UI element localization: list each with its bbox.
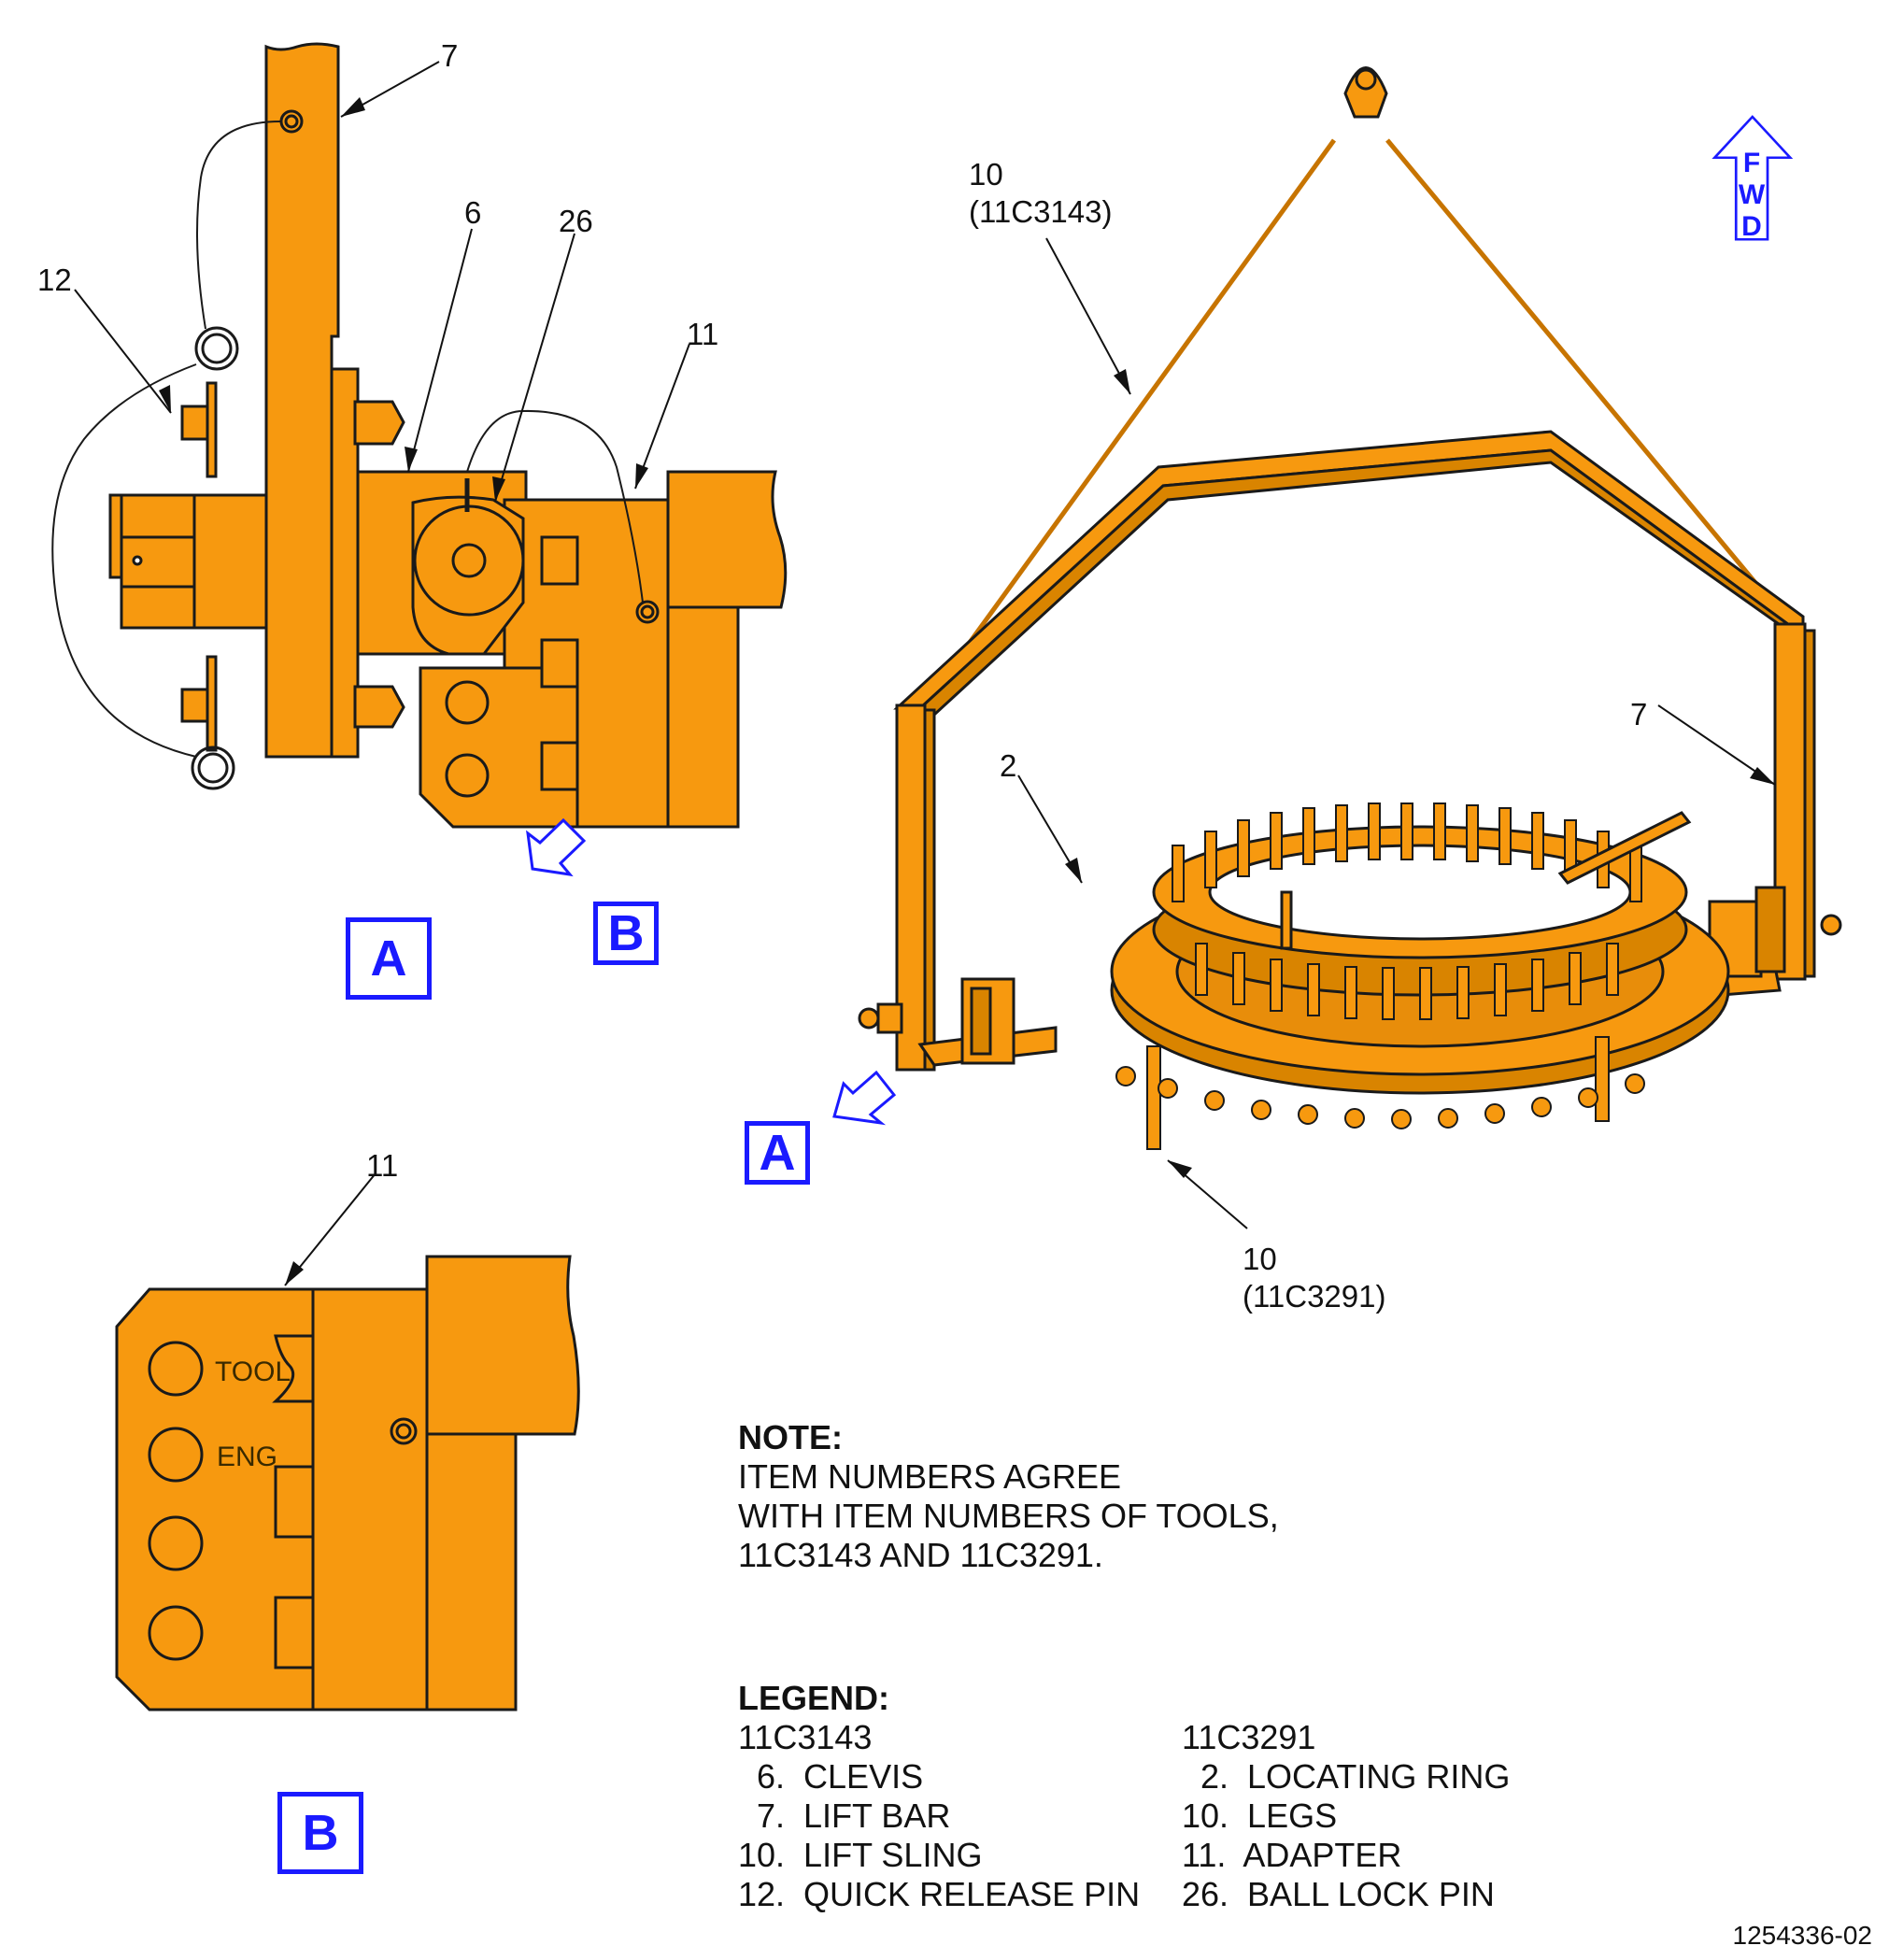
callout-7-detail: 7 [441, 38, 459, 73]
callout-10-lift-sling: 10 (11C3143) [969, 157, 1113, 229]
ring-top [194, 326, 239, 371]
legend-item: 12. QUICK RELEASE PIN [738, 1875, 1141, 1913]
view-label-a-main: A [745, 1121, 810, 1185]
legend-heading: LEGEND: [738, 1679, 889, 1717]
view-b-detail-drawing [115, 1255, 580, 1711]
note-line: 11C3143 AND 11C3291. [738, 1536, 1103, 1574]
legend-block: LEGEND: 11C3143 6. CLEVIS 7. LIFT BAR 10… [738, 1679, 1626, 1914]
lift-bar-7 [264, 42, 340, 759]
callout-2-main: 2 [1000, 748, 1017, 783]
legend-item: 11. ADAPTER [1182, 1836, 1402, 1874]
callout-11-detail: 11 [687, 317, 719, 351]
callout-11-view-b: 11 [366, 1148, 399, 1183]
legend-column-11c3143: 11C3143 6. CLEVIS 7. LIFT BAR 10. LIFT S… [738, 1718, 1182, 1914]
engraving-eng: ENG [217, 1442, 278, 1472]
view-a-detail-drawing [51, 42, 788, 829]
figure-number: 1254336-02 [1732, 1921, 1872, 1950]
note-heading: NOTE: [738, 1418, 843, 1456]
view-label-b-pointer: B [593, 902, 659, 965]
note-line: ITEM NUMBERS AGREE [738, 1457, 1122, 1496]
fwd-indicator: F W D [1733, 148, 1770, 243]
note-block: NOTE: ITEM NUMBERS AGREE WITH ITEM NUMBE… [738, 1418, 1279, 1575]
view-b-pointer-icon [526, 817, 587, 877]
clamp-plate [330, 367, 360, 759]
view-a-pointer-icon [832, 1070, 897, 1126]
callout-26-detail: 26 [559, 204, 593, 238]
legend-item: 10. LEGS [1182, 1797, 1338, 1835]
main-assembly-drawing [858, 66, 1842, 1150]
callout-10-legs: 10 (11C3291) [1243, 1242, 1386, 1314]
fwd-letter-f: F [1742, 148, 1761, 178]
legend-item: 10. LIFT SLING [738, 1836, 983, 1874]
fwd-letter-w: W [1738, 179, 1766, 210]
hex-nut [108, 493, 123, 579]
legend-column-11c3291: 11C3291 2. LOCATING RING 10. LEGS 11. AD… [1182, 1718, 1626, 1914]
legend-title: 11C3291 [1182, 1718, 1316, 1756]
view-label-a-detail: A [346, 917, 432, 1000]
callout-6-detail: 6 [464, 195, 482, 230]
legend-item: 2. LOCATING RING [1182, 1757, 1511, 1796]
engraving-tool: TOOL [215, 1356, 291, 1387]
legend-title: 11C3143 [738, 1718, 873, 1756]
lift-sling-10 [931, 138, 1758, 693]
legend-item: 26. BALL LOCK PIN [1182, 1875, 1495, 1913]
note-line: WITH ITEM NUMBERS OF TOOLS, [738, 1497, 1279, 1535]
fwd-letter-d: D [1741, 211, 1762, 242]
callout-12-detail: 12 [37, 263, 72, 297]
fwd-arrow-icon [1711, 115, 1794, 241]
legend-item: 7. LIFT BAR [738, 1797, 951, 1835]
callout-7-main: 7 [1630, 697, 1648, 731]
fixture-fingers [1172, 802, 1642, 1020]
ring-bottom [191, 746, 235, 790]
legend-item: 6. CLEVIS [738, 1757, 924, 1796]
view-label-b-detail: B [277, 1792, 363, 1874]
ring-legs [1115, 1036, 1645, 1150]
